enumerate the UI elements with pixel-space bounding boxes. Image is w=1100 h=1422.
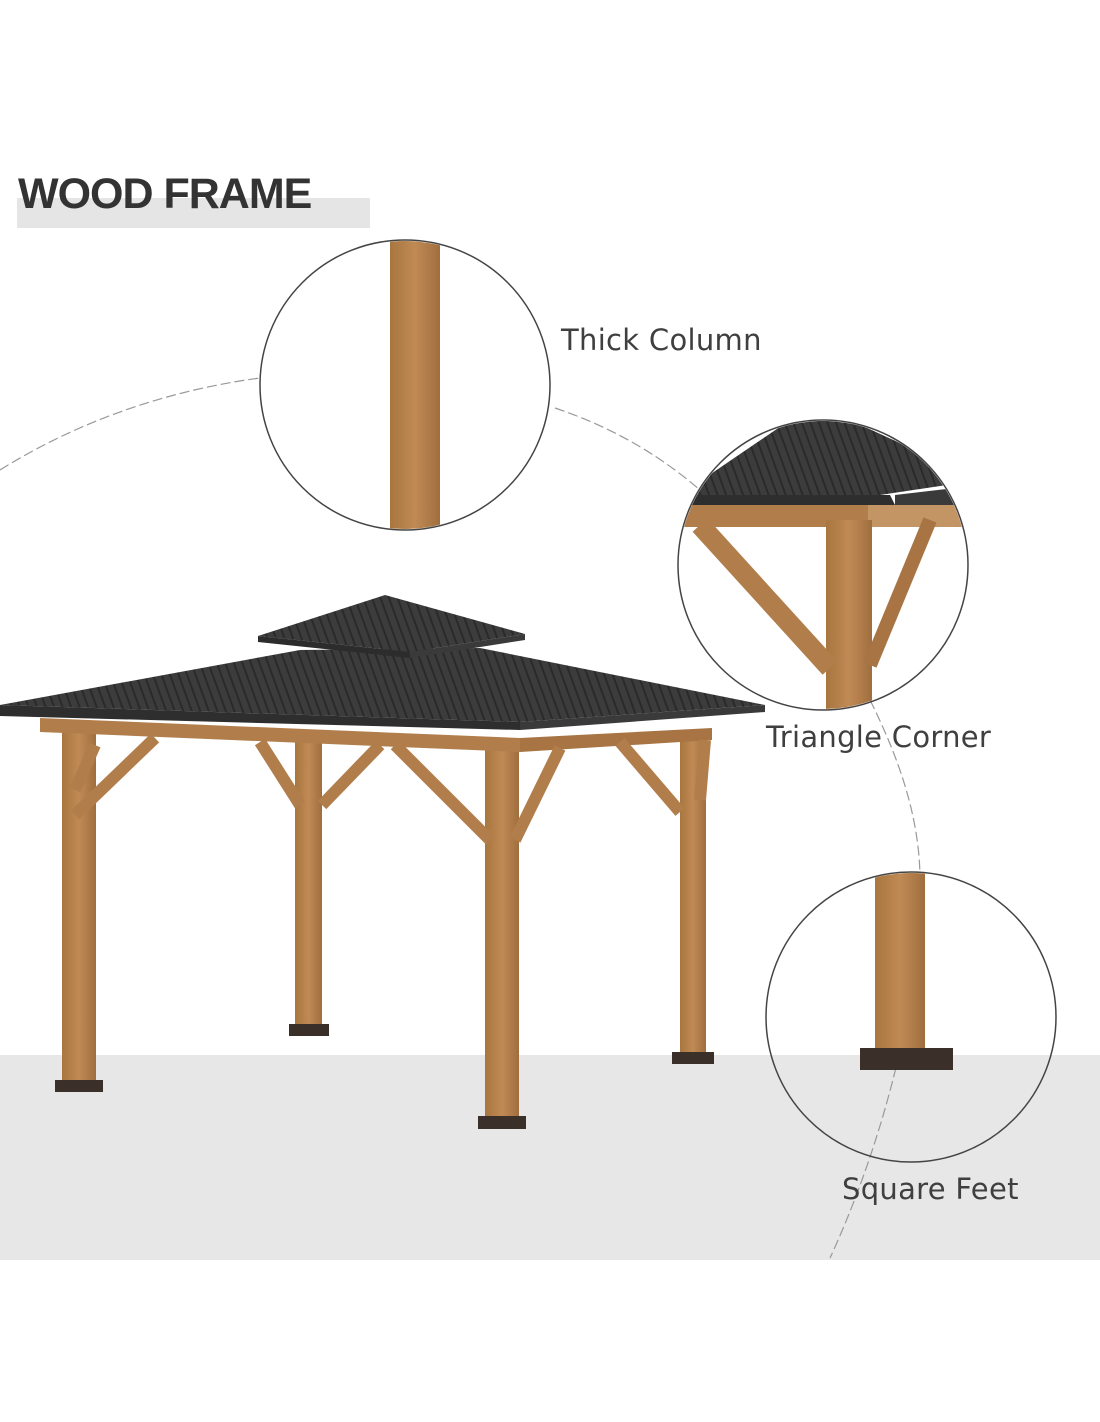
callout-square-feet: Square Feet (842, 1172, 1019, 1206)
heading-highlight (17, 198, 370, 228)
corner-detail (680, 421, 967, 709)
gazebo (0, 595, 765, 1129)
callout-triangle-corner: Triangle Corner (766, 720, 992, 754)
foot-detail (860, 873, 953, 1070)
floor-band (0, 1055, 1100, 1260)
page-title: WOOD FRAME (18, 170, 312, 218)
column-detail (390, 241, 440, 529)
callout-thick-column: Thick Column (561, 323, 762, 357)
